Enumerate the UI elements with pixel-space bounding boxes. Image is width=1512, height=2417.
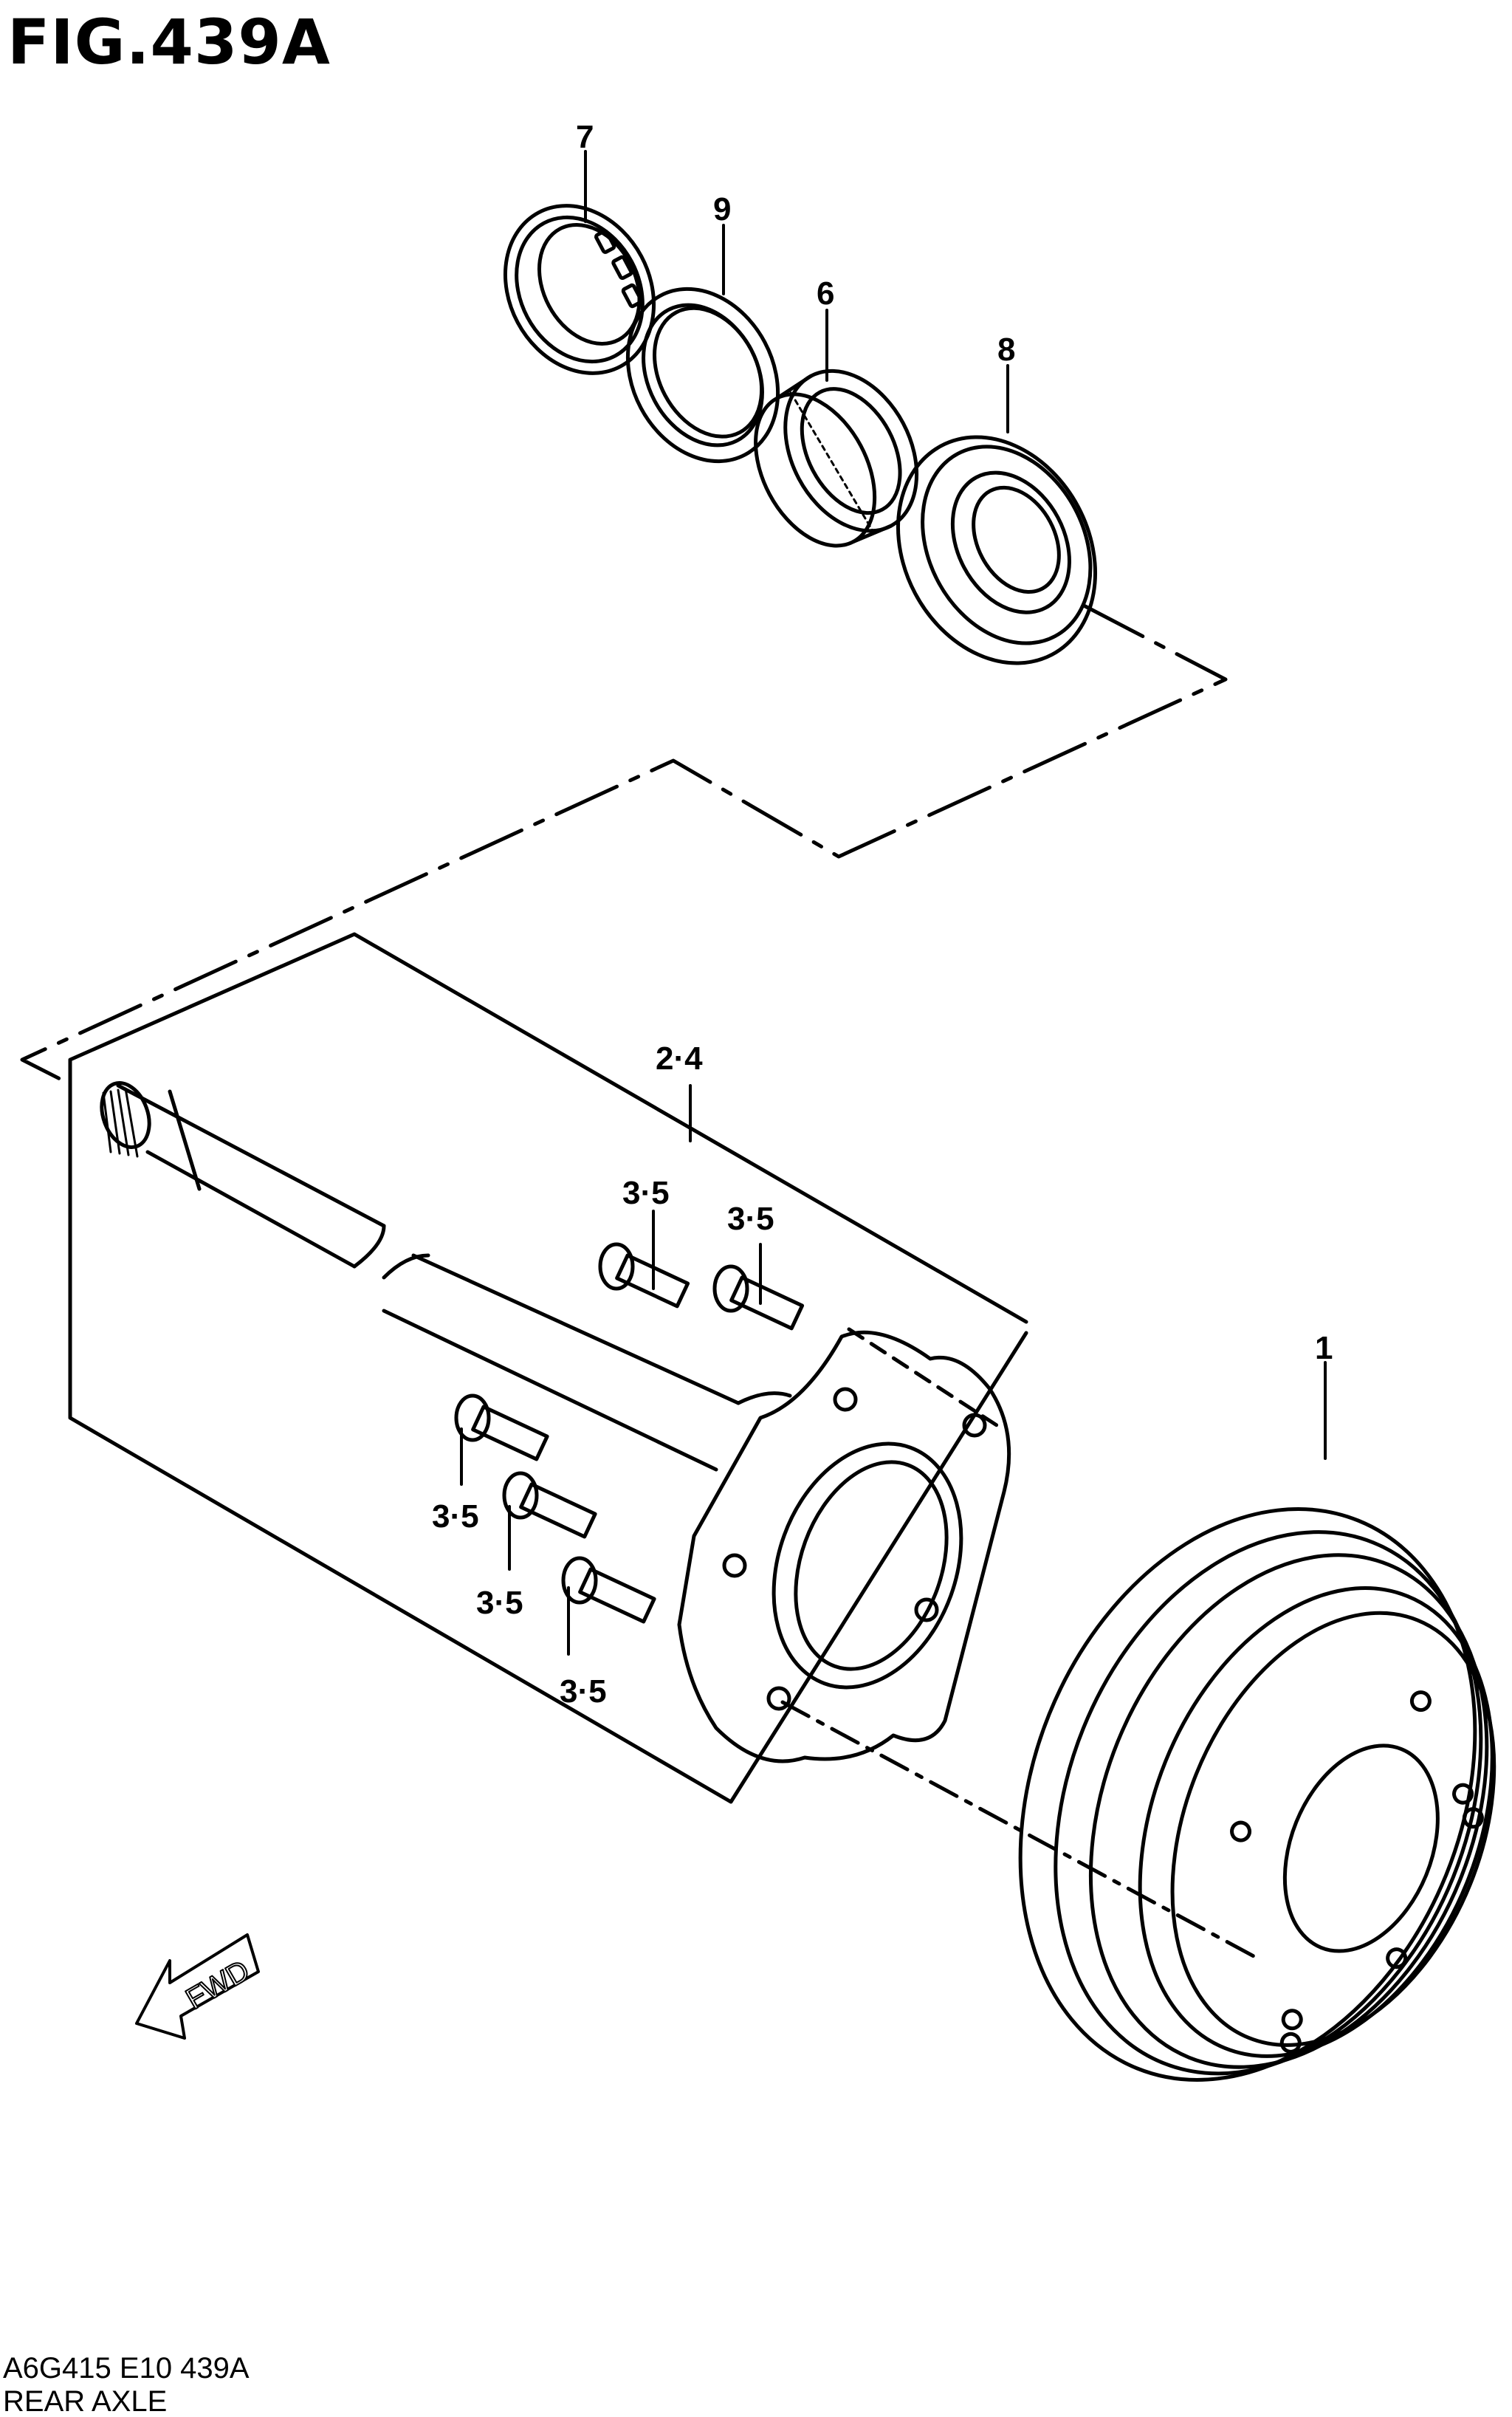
callout-labels: 7 9 6 8 2·4 3·5 3·5 3·5 3·5 3·5 1	[432, 119, 1333, 1710]
callout-3-5-e: 3·5	[560, 1673, 607, 1710]
part-6-needle-bearing	[754, 368, 919, 548]
stud-bolt-3	[454, 1393, 549, 1461]
axle-assembly-box	[68, 932, 1028, 1804]
part-8-ball-bearing	[896, 435, 1098, 665]
callout-3-5-c: 3·5	[432, 1498, 479, 1535]
stud-bolt-4	[502, 1471, 597, 1539]
callout-6: 6	[817, 275, 834, 312]
callout-3-5-a: 3·5	[622, 1175, 670, 1211]
callout-3-5-b: 3·5	[727, 1201, 774, 1237]
leader-lines	[460, 150, 1327, 1656]
callout-1: 1	[1315, 1330, 1333, 1366]
callout-2-4: 2·4	[656, 1040, 703, 1077]
document-name: REAR AXLE	[3, 2385, 168, 2417]
fwd-label: FWD	[181, 1954, 255, 2016]
document-code: A6G415 E10 439A	[3, 2352, 250, 2385]
bearing-group-bracket	[20, 603, 1228, 1086]
part-7-bearing-race	[503, 204, 656, 375]
fwd-direction-arrow: FWD	[135, 1933, 260, 2040]
part-1-brake-drum	[1018, 1507, 1496, 2082]
stud-bolt-2	[712, 1264, 805, 1331]
stud-bolt-5	[561, 1556, 656, 1624]
part-4-axle-flange	[677, 1327, 1257, 1959]
figure-title: FIG.439A	[7, 6, 331, 78]
part-2-axle-shaft	[100, 1080, 792, 1472]
part-9-seal-ring	[625, 287, 780, 464]
stud-bolt-1	[598, 1242, 690, 1309]
callout-3-5-d: 3·5	[476, 1585, 523, 1621]
callout-8: 8	[997, 332, 1015, 368]
callout-9: 9	[713, 191, 731, 227]
callout-7: 7	[576, 119, 594, 155]
